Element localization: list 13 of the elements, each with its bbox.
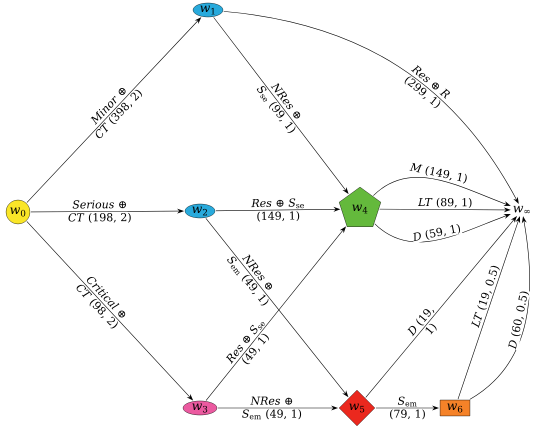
- edge-label: S$_{em}$ (79, 1): [390, 396, 425, 420]
- edge-label: D (19, 1): [408, 309, 437, 336]
- edge-label: Res ⊕ S$_{se}$ (149, 1): [251, 198, 304, 222]
- edge-label: Serious ⊕ CT (198, 2): [68, 200, 131, 223]
- edge-label: D (59, 1): [411, 222, 462, 244]
- node-pentagon: w$_{4}$: [338, 186, 382, 227]
- edge-label: NRes ⊕ S$_{em}$ (49, 1): [242, 396, 302, 420]
- node-box: w$_{6}$: [440, 400, 470, 416]
- node-label: w$_{∞}$: [514, 206, 530, 214]
- edge-label: D (60, 0.5): [507, 289, 531, 350]
- edge-label: LT (19, 0.5): [470, 263, 502, 330]
- edge-label: M (149, 1): [408, 162, 470, 185]
- edge-label: LT (89, 1): [418, 197, 473, 208]
